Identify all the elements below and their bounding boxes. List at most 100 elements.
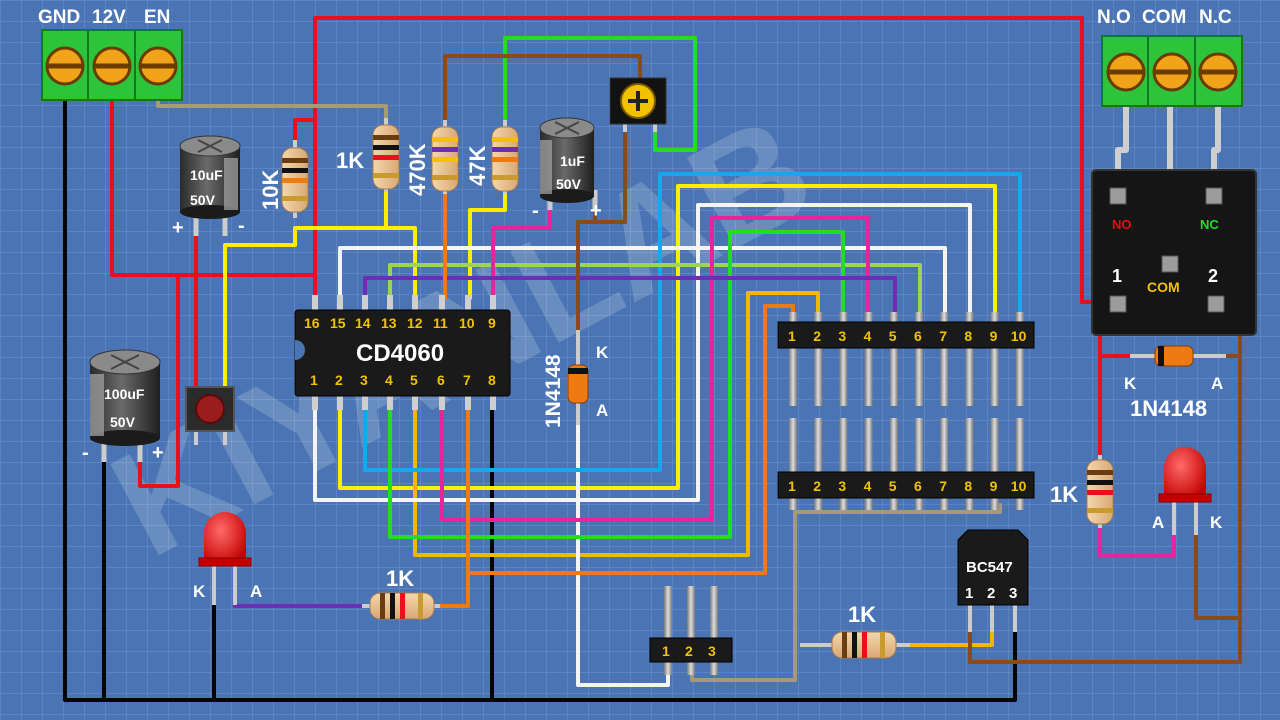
cap-100uf-voltage: 50V	[110, 414, 136, 430]
wire-orange-led	[430, 571, 470, 608]
jumper-pin-2: 2	[685, 643, 693, 659]
header_top-pin-4[interactable]	[864, 312, 873, 324]
ic-top-pin-labels: 16 15 14 13 12 11 10 9	[304, 315, 496, 331]
header_top-pin-10[interactable]	[1015, 312, 1024, 324]
header_top-pin-6[interactable]	[915, 312, 923, 324]
resistor-1k-base-label: 1K	[848, 602, 876, 627]
header_bottom-pin-lead-9	[990, 498, 999, 510]
transistor-name: BC547	[966, 559, 1013, 576]
wire-12v	[110, 96, 317, 300]
ic-cd4060: CD4060 16 15 14 13 12 11 10 9 1 2 3 4 5 …	[294, 295, 511, 410]
header_bottom-label-2: 2	[813, 478, 821, 494]
header-top-pins	[789, 312, 1024, 406]
wires	[63, 16, 1242, 702]
relay-pin2-label: 2	[1208, 266, 1218, 286]
header_top-pin-9[interactable]	[990, 312, 999, 324]
header_bottom-pin-7[interactable]	[940, 418, 949, 474]
label-en: EN	[144, 7, 170, 28]
jumper-pin-1: 1	[662, 643, 670, 659]
header_bottom-pin-8[interactable]	[965, 418, 974, 474]
header_bottom-pin-10[interactable]	[1015, 418, 1024, 474]
header_top-label-5: 5	[889, 328, 897, 344]
jumper-pin-3: 3	[708, 643, 716, 659]
resistor-10k: 10K	[258, 140, 309, 218]
header_bottom-label-7: 7	[939, 478, 947, 494]
ic-pin-5: 5	[410, 372, 418, 388]
wire-white-q8	[338, 246, 947, 324]
header_top-pin-5[interactable]	[889, 312, 898, 324]
resistor-47k-label: 47K	[465, 146, 490, 186]
resistor-470k: 470K	[405, 120, 459, 196]
header_top-pin-lead-3	[839, 348, 848, 406]
header_top-pin-lead-8	[965, 348, 974, 406]
header_bottom-pin-3[interactable]	[839, 418, 848, 474]
header_bottom-pin-4[interactable]	[864, 418, 873, 474]
resistor-1k-led-label: 1K	[386, 566, 414, 591]
ic-name: CD4060	[356, 340, 444, 367]
screw-com[interactable]	[1152, 52, 1192, 92]
diode-mid-label: 1N4148	[542, 354, 565, 428]
header_bottom-pin-lead-7	[940, 498, 949, 510]
header_top-pin-3[interactable]	[839, 312, 848, 324]
screw-no[interactable]	[1106, 52, 1146, 92]
cap-10uf-minus: -	[238, 215, 245, 237]
led-right-a: A	[1152, 513, 1164, 532]
screw-en[interactable]	[138, 46, 178, 86]
header_bottom-pin-5[interactable]	[889, 418, 898, 474]
header_bottom-pin-lead-10	[1015, 498, 1024, 510]
header_bottom-pin-lead-6	[915, 498, 923, 510]
header_top-pin-8[interactable]	[965, 312, 974, 324]
header_top-pin-lead-1	[789, 348, 797, 406]
header_bottom-pin-9[interactable]	[990, 418, 999, 474]
ic-pin-3: 3	[360, 372, 368, 388]
diode-mid-a: A	[596, 401, 608, 420]
wire-green-q4	[388, 230, 845, 539]
header_top-label-9: 9	[990, 328, 998, 344]
cap-1uf-value: 1uF	[560, 153, 585, 169]
diode-1n4148-mid: 1N4148 K A	[542, 330, 609, 428]
capacitor-1uf: 1uF 50V - +	[532, 117, 602, 222]
relay: NO COM NC 1 2	[1091, 169, 1257, 336]
resistor-47k: 47K	[465, 120, 519, 194]
capacitor-10uf: 10uF 50V + -	[172, 135, 245, 239]
reset-push-button[interactable]	[185, 386, 235, 445]
header_top-pin-1[interactable]	[789, 312, 797, 324]
header_top-pin-7[interactable]	[940, 312, 949, 324]
transistor-bc547: BC547 1 2 3	[957, 529, 1029, 632]
header_bottom-pin-6[interactable]	[915, 418, 923, 474]
ic-pin-8: 8	[488, 372, 496, 388]
wire-brown-pot	[443, 54, 642, 130]
wire-green-q10	[388, 263, 922, 324]
led-right: A K	[1152, 447, 1223, 535]
led-left: K A	[193, 512, 262, 605]
jumper-header[interactable]: 1 2 3	[649, 586, 733, 675]
diode-relay-k: K	[1124, 374, 1137, 393]
cap-1uf-plus: +	[590, 200, 602, 222]
screw-gnd[interactable]	[45, 46, 85, 86]
cap-100uf-minus: -	[82, 442, 89, 464]
wire-header-bottom	[690, 503, 1002, 682]
wire-yellow-q7	[338, 184, 997, 490]
header_top-label-10: 10	[1011, 328, 1027, 344]
header_bottom-pin-1[interactable]	[789, 418, 797, 474]
header_bottom-pin-lead-8	[965, 498, 974, 510]
screw-nc[interactable]	[1198, 52, 1238, 92]
wire-12v-cap100	[138, 273, 180, 488]
transistor-pin-2: 2	[987, 585, 995, 602]
header_top-pin-2[interactable]	[814, 312, 823, 324]
wire-pink-cap	[491, 208, 552, 300]
cap-1uf-minus: -	[532, 200, 539, 222]
header_top-pin-lead-6	[915, 348, 923, 406]
cap-1uf-voltage: 50V	[556, 176, 582, 192]
header_bottom-pin-2[interactable]	[814, 418, 823, 474]
resistor-10k-label: 10K	[258, 170, 283, 210]
wire-pink-led	[1098, 518, 1176, 558]
trimmer-potentiometer[interactable]	[609, 77, 667, 132]
ic-pin-12: 12	[407, 315, 423, 331]
wire-white-q9	[313, 203, 972, 502]
resistor-1k-relay-led-label: 1K	[1050, 482, 1078, 507]
label-gnd: GND	[38, 7, 80, 28]
screw-12v[interactable]	[92, 46, 132, 86]
